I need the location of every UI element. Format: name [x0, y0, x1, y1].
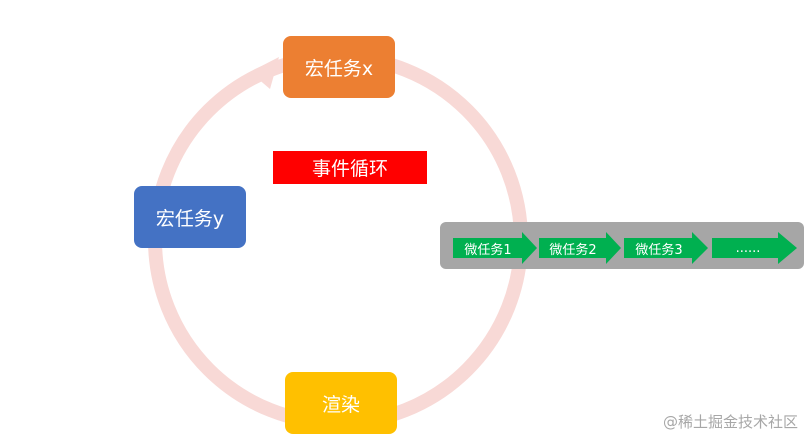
- microtask-arrow-4: [712, 232, 797, 264]
- macro-task-y-node: 宏任务y: [134, 186, 246, 248]
- microtask-4-label: ......: [735, 240, 761, 256]
- loop-ring-arrowhead: [250, 57, 279, 89]
- event-loop-label: 事件循环: [311, 158, 388, 180]
- render-node: 渲染: [285, 372, 397, 434]
- watermark: @稀土掘金技术社区: [662, 413, 798, 431]
- microtask-1-label: 微任务1: [464, 242, 512, 258]
- macro-task-y-label: 宏任务y: [155, 207, 225, 230]
- event-loop-banner: 事件循环: [273, 151, 427, 184]
- microtask-2-label: 微任务2: [549, 242, 597, 258]
- microtask-arrow-2: [539, 232, 621, 264]
- macro-task-x-node: 宏任务x: [283, 36, 395, 98]
- microtask-arrow-1: [453, 232, 537, 264]
- macro-task-x-label: 宏任务x: [304, 57, 374, 80]
- render-label: 渲染: [321, 393, 360, 416]
- microtask-arrow-3: [624, 232, 708, 264]
- microtask-3-label: 微任务3: [635, 242, 683, 258]
